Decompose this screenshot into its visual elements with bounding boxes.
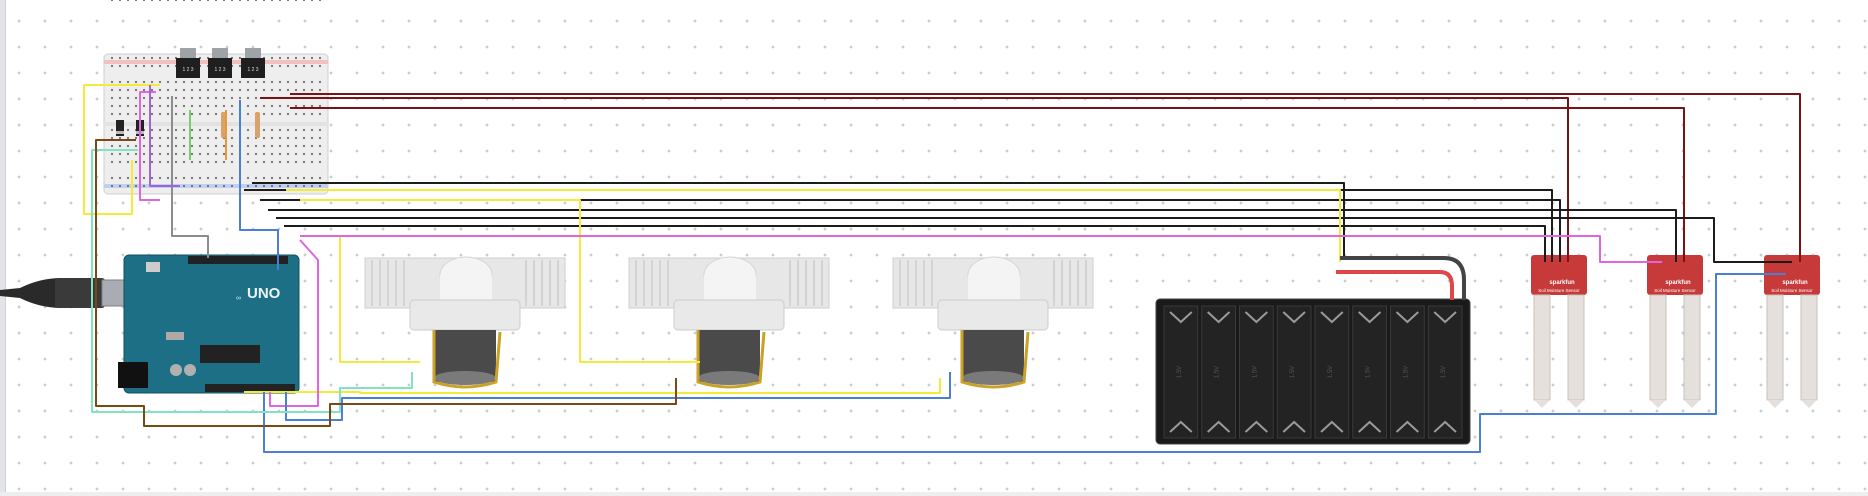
- usb-cable[interactable]: [0, 278, 144, 308]
- wire-black[interactable]: [252, 182, 1345, 258]
- canvas-left-edge: [0, 0, 6, 496]
- battery-cell-label: 1.5V: [1441, 366, 1447, 378]
- wires: [83, 84, 1801, 453]
- voltage-regulator-2[interactable]: 1 2 3: [208, 48, 232, 78]
- digital-header[interactable]: [188, 256, 288, 264]
- battery-cell-label: 1.5V: [1403, 366, 1409, 378]
- wire-blue[interactable]: [263, 273, 1786, 453]
- wire-purple[interactable]: [149, 85, 180, 187]
- analog-header[interactable]: [205, 384, 295, 392]
- wire-yellow[interactable]: [286, 189, 1341, 262]
- battery-cell-label: 1.5V: [1252, 366, 1258, 378]
- battery-cell: 1.5V: [1314, 305, 1350, 439]
- voltage-regulator-1[interactable]: 1 2 3: [176, 48, 200, 78]
- battery-cell: 1.5V: [1390, 305, 1425, 439]
- battery-cell: 1.5V: [1352, 305, 1387, 439]
- wire-dark-red[interactable]: [290, 93, 1801, 262]
- soil-moisture-sensor-3[interactable]: sparkfun Soil Moisture Sensor: [1764, 255, 1820, 408]
- wire-black[interactable]: [260, 199, 1561, 262]
- wire-black[interactable]: [284, 225, 1546, 262]
- resistor-1[interactable]: [221, 112, 226, 138]
- wire-blue[interactable]: [239, 100, 279, 270]
- atmega-chip: [200, 345, 260, 363]
- diode-1[interactable]: [116, 120, 124, 136]
- battery-cell-label: 1.5V: [1328, 366, 1334, 378]
- solenoid-valve-1[interactable]: [364, 256, 566, 389]
- power-jack[interactable]: [118, 362, 148, 388]
- wire-dark-red[interactable]: [260, 97, 1569, 262]
- wire-brown[interactable]: [95, 139, 677, 427]
- wire-darkgray[interactable]: [1340, 256, 1466, 300]
- sensor-label: Soil Moisture Sensor: [1538, 288, 1580, 293]
- sensor-brand: sparkfun: [1549, 280, 1575, 286]
- breadboard-holes: [110, 0, 322, 188]
- wire-pink[interactable]: [139, 91, 160, 201]
- wire-black[interactable]: [268, 209, 1677, 262]
- battery-cell-label: 1.5V: [1177, 366, 1183, 378]
- regulator-pin-label: 1 2 3: [182, 67, 193, 73]
- wire-yellow[interactable]: [83, 84, 160, 215]
- resistor-2[interactable]: [255, 112, 260, 138]
- wire-pink[interactable]: [300, 235, 1662, 263]
- sensor-label: Soil Moisture Sensor: [1654, 288, 1696, 293]
- solenoid-valve-3[interactable]: [892, 256, 1094, 389]
- regulator-pin-label: 1 2 3: [214, 67, 225, 73]
- battery-cell: 1.5V: [1427, 305, 1463, 439]
- battery-cell: 1.5V: [1201, 305, 1236, 439]
- wire-dark-red[interactable]: [290, 107, 1685, 262]
- sensor-brand: sparkfun: [1665, 280, 1691, 286]
- wire-mint[interactable]: [91, 149, 413, 413]
- soil-moisture-sensor-1[interactable]: sparkfun Soil Moisture Sensor: [1531, 255, 1587, 408]
- wire-yellow[interactable]: [244, 378, 941, 394]
- arduino-uno-board[interactable]: ∞ UNO: [118, 254, 300, 394]
- voltage-regulator-3[interactable]: 1 2 3: [241, 48, 265, 78]
- sensor-brand: sparkfun: [1782, 280, 1808, 286]
- battery-pack[interactable]: 1.5V 1.5V 1.5V 1.5V 1.5V 1.5V 1.5V 1.5V: [1155, 298, 1471, 445]
- wire-pink[interactable]: [269, 239, 319, 407]
- canvas-bottom-edge: [0, 492, 1868, 496]
- battery-cell-label: 1.5V: [1215, 366, 1221, 378]
- battery-cell: 1.5V: [1276, 305, 1312, 439]
- wire-black[interactable]: [276, 217, 1792, 263]
- sensor-label: Soil Moisture Sensor: [1771, 288, 1813, 293]
- soil-moisture-sensor-2[interactable]: sparkfun Soil Moisture Sensor: [1647, 255, 1703, 408]
- battery-cell: 1.5V: [1163, 305, 1199, 439]
- arduino-uno-label: UNO: [247, 285, 281, 302]
- battery-cell-label: 1.5V: [1290, 366, 1296, 378]
- battery-cells: 1.5V 1.5V 1.5V 1.5V 1.5V 1.5V 1.5V 1.5V: [1163, 305, 1463, 439]
- wire-red[interactable]: [1336, 270, 1454, 300]
- solenoid-valve-2[interactable]: [628, 256, 830, 389]
- arduino-infinity-icon: ∞: [236, 295, 241, 302]
- wire-blue[interactable]: [285, 372, 951, 421]
- battery-cell: 1.5V: [1239, 305, 1274, 439]
- wire-gray[interactable]: [171, 96, 209, 258]
- regulator-pin-label: 1 2 3: [247, 67, 258, 73]
- wire-yellow[interactable]: [300, 199, 700, 363]
- battery-cell-label: 1.5V: [1366, 366, 1372, 378]
